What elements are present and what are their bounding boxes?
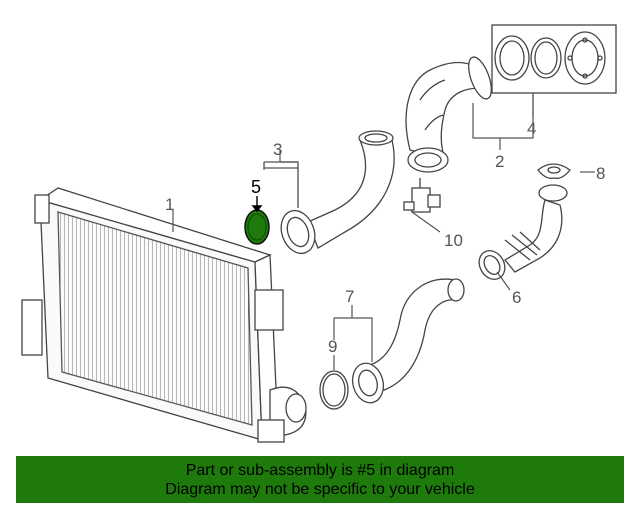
callout-3: 3 [273, 140, 282, 159]
callout-4: 4 [527, 119, 536, 138]
pipe-part-6 [478, 184, 568, 280]
seal-kit-part-4 [491, 24, 617, 94]
parts-diagram: 1 2 3 4 5 6 7 8 9 10 [21, 24, 617, 443]
leader-line-part-5 [251, 196, 263, 213]
lower-hose-part-7 [351, 278, 465, 404]
callout-2: 2 [495, 152, 504, 171]
gasket-part-8 [537, 163, 571, 179]
callout-9: 9 [328, 337, 337, 356]
callout-8: 8 [596, 164, 605, 183]
part-info-banner: Part or sub-assembly is #5 in diagram Di… [16, 456, 624, 503]
banner-line-disclaimer: Diagram may not be specific to your vehi… [165, 481, 475, 498]
callout-5: 5 [251, 177, 261, 197]
seal-part-5 [244, 209, 270, 245]
sensor-part-10 [403, 178, 441, 213]
callout-6: 6 [512, 288, 521, 307]
inlet-hose-part-3 [280, 130, 395, 255]
callout-10: 10 [444, 231, 463, 250]
intercooler-part-1 [21, 187, 307, 443]
banner-line-part: Part or sub-assembly is #5 in diagram [185, 462, 455, 479]
o-ring-part-9 [319, 370, 349, 410]
callout-7: 7 [345, 287, 354, 306]
leader-lines [172, 93, 595, 370]
callout-1: 1 [165, 195, 174, 214]
outlet-hose-part-2 [405, 56, 492, 173]
